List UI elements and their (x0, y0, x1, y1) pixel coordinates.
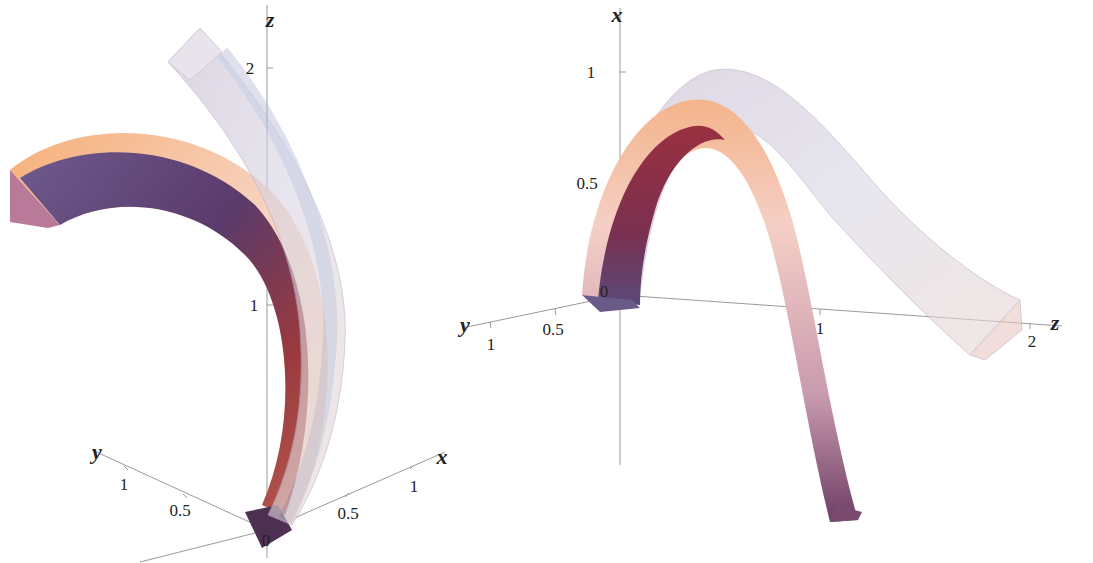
ghost-tube-left (168, 28, 345, 525)
axis-label: x (612, 4, 623, 26)
tick-label: 0 (262, 532, 271, 549)
tick-label: 1 (816, 320, 825, 337)
axis-label: z (1051, 312, 1060, 334)
tick-label: 0.5 (576, 175, 597, 192)
axis-label: y (460, 314, 470, 336)
tick-label: 2 (1028, 333, 1037, 350)
tick-label: 1 (587, 64, 596, 81)
tick-label: 1 (487, 336, 496, 353)
axes-right (462, 8, 1062, 465)
tick-label: 0 (600, 283, 609, 300)
tick-label: 0.5 (542, 321, 563, 338)
tick-label: 1 (250, 297, 259, 314)
tick-label: 0.5 (169, 502, 190, 519)
axis-label: y (92, 441, 102, 463)
tick-label: 0.5 (337, 505, 358, 522)
tick-label: 1 (120, 476, 129, 493)
solid-arch-right (582, 99, 862, 522)
axis-label: x (437, 446, 448, 468)
axis-label: z (266, 9, 275, 31)
tick-label: 1 (410, 478, 419, 495)
tick-label: 2 (246, 60, 255, 77)
